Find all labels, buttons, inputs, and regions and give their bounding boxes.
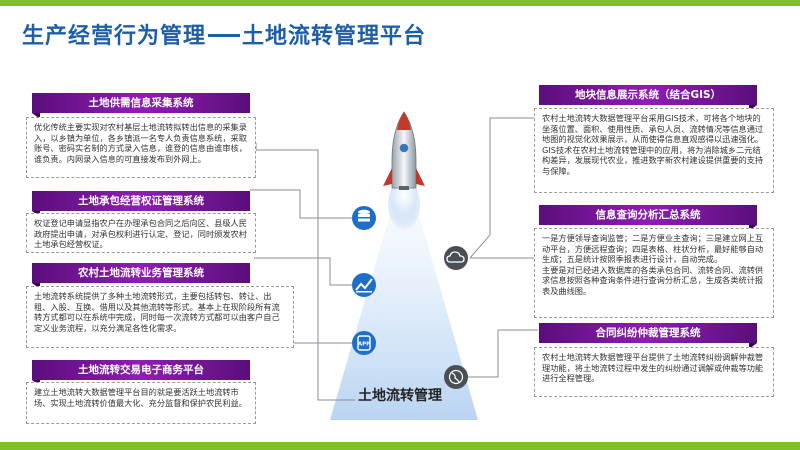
text-supply-demand: 优化传统主要实现对农村基层土地流转拟转出信息的采集录入，以乡镇为单位，各乡镇派一… bbox=[34, 122, 247, 164]
database-icon bbox=[352, 206, 376, 230]
title-dash bbox=[208, 33, 241, 37]
header-contract-rights: 土地承包经营权证管理系统 bbox=[32, 191, 250, 217]
header-contract-rights-label: 土地承包经营权证管理系统 bbox=[78, 195, 204, 207]
chart-icon bbox=[352, 273, 376, 297]
rocket-flame bbox=[388, 179, 420, 231]
header-ecommerce: 土地流转交易电子商务平台 bbox=[32, 360, 250, 386]
header-supply-demand: 土地供需信息采集系统 bbox=[32, 93, 250, 119]
text-ecommerce: 建立土地流转大数据管理平台目的就是要活跃土地流转市场、实现土地流转价值最大化、充… bbox=[34, 387, 247, 408]
header-supply-demand-label: 土地供需信息采集系统 bbox=[88, 97, 194, 109]
header-gis-display: 地块信息展示系统（结合GIS） bbox=[539, 85, 757, 111]
center-label: 土地流转管理 bbox=[358, 388, 442, 404]
text-dispute-arbitration: 农村土地流转大数据管理平台提供了土地流转纠纷调解仲裁管理功能，将土地流转过程中发… bbox=[542, 352, 764, 384]
text-contract-rights: 权证登记申请显指农户在办理承包合同之后向区、县级人民政府提出申请，对承包权利进行… bbox=[34, 218, 247, 250]
connector-right-1 bbox=[469, 117, 534, 259]
header-query-analysis-label: 信息查询分析汇总系统 bbox=[595, 209, 701, 221]
top-accent-bar bbox=[0, 0, 800, 6]
connector-left-outer bbox=[255, 143, 355, 401]
bottom-accent-bar bbox=[0, 442, 800, 450]
box-ecommerce: 建立土地流转大数据管理平台目的就是要活跃土地流转市场、实现土地流转价值最大化、充… bbox=[26, 382, 256, 424]
title-right: 土地流转管理平台 bbox=[242, 24, 427, 49]
box-query-analysis: 一是方便领导查询监管；二是方便业主查询；三是建立网上互动平台，方便远程查询；四是… bbox=[534, 228, 774, 318]
exhaust-beam bbox=[330, 190, 478, 420]
box-transfer-business: 土地流转系统提供了多种土地流转形式，主要包括转包、转让、出租、入股、互换、借用以… bbox=[26, 286, 294, 348]
globe-icon bbox=[444, 365, 468, 389]
header-query-analysis: 信息查询分析汇总系统 bbox=[539, 205, 757, 231]
connector-lines bbox=[250, 117, 538, 401]
box-supply-demand: 优化传统主要实现对农村基层土地流转拟转出信息的采集录入，以乡镇为单位，各乡镇派一… bbox=[26, 117, 256, 178]
text-query-analysis: 一是方便领导查询监管；二是方便业主查询；三是建立网上互动平台，方便远程查询；四是… bbox=[542, 233, 764, 296]
svg-text:APP: APP bbox=[358, 342, 370, 348]
text-gis-display: 农村土地流转大数据管理平台采用GIS技术，可将各个地块的坐落位置、面积、使用性质… bbox=[542, 113, 764, 176]
header-transfer-business-label: 农村土地流转业务管理系统 bbox=[78, 267, 204, 279]
cloud-icon bbox=[444, 246, 468, 270]
header-gis-display-label: 地块信息展示系统（结合GIS） bbox=[574, 89, 722, 101]
connector-right-3 bbox=[468, 329, 538, 378]
header-dispute-arbitration: 合同纠纷仲裁管理系统 bbox=[539, 323, 757, 349]
header-transfer-business: 农村土地流转业务管理系统 bbox=[32, 263, 250, 289]
box-gis-display: 农村土地流转大数据管理平台采用GIS技术，可将各个地块的坐落位置、面积、使用性质… bbox=[534, 108, 774, 193]
page-title: 生产经营行为管理 土地流转管理平台 bbox=[22, 18, 426, 50]
rocket-icon bbox=[383, 111, 425, 190]
app-icon: APP bbox=[352, 331, 376, 355]
connector-left-1 bbox=[250, 189, 352, 219]
box-contract-rights: 权证登记申请显指农户在办理承包合同之后向区、县级人民政府提出申请，对承包权利进行… bbox=[26, 213, 256, 253]
box-dispute-arbitration: 农村土地流转大数据管理平台提供了土地流转纠纷调解仲裁管理功能，将土地流转过程中发… bbox=[534, 347, 774, 397]
text-transfer-business: 土地流转系统提供了多种土地流转形式，主要包括转包、转让、出租、入股、互换、借用以… bbox=[34, 291, 280, 333]
header-dispute-arbitration-label: 合同纠纷仲裁管理系统 bbox=[595, 327, 701, 339]
connector-left-2 bbox=[254, 257, 352, 286]
title-left: 生产经营行为管理 bbox=[22, 24, 207, 49]
header-ecommerce-label: 土地流转交易电子商务平台 bbox=[78, 364, 204, 376]
